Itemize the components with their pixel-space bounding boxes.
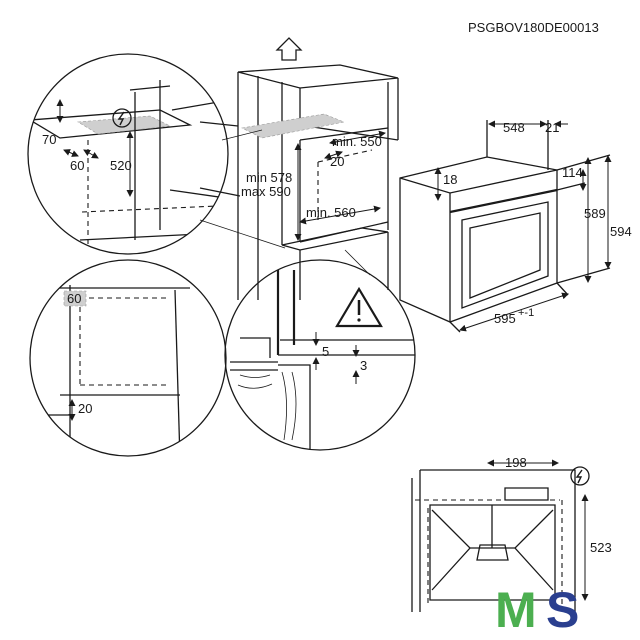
dim-523: 523 [590, 540, 612, 555]
dim-589: 589 [584, 206, 606, 221]
dim-60a: 60 [70, 158, 84, 173]
dim-198: 198 [505, 455, 527, 470]
dim-min-560: min. 560 [306, 205, 356, 220]
dim-18: 18 [443, 172, 457, 187]
dim-20b: 20 [78, 401, 92, 416]
dim-max-590: max 590 [241, 184, 291, 199]
detail-circle-left [29, 259, 227, 457]
power-warning-icon [112, 108, 132, 128]
dim-594: 594 [610, 224, 632, 239]
logo-letter-s: S [546, 582, 579, 638]
rear-view-drawing [411, 459, 589, 612]
dim-5: 5 [322, 344, 329, 359]
detail-circle-bottom [224, 259, 416, 451]
logo-letter-m: M [495, 582, 537, 638]
detail-circle-top [27, 53, 241, 255]
cabinet-drawing [237, 64, 399, 300]
ms-logo: M S [495, 582, 579, 638]
oven-drawing [399, 120, 612, 333]
dim-595-tolerance: +-1 [518, 307, 534, 319]
dim-595: 595 [494, 311, 516, 326]
dim-70: 70 [42, 132, 56, 147]
dim-548: 548 [503, 120, 525, 135]
up-arrow-icon [275, 37, 303, 61]
dim-114: 114 [562, 165, 583, 180]
document-code: PSGBOV180DE00013 [468, 20, 599, 35]
dim-min-578: min 578 [246, 170, 292, 185]
dim-3: 3 [360, 358, 367, 373]
dim-min-550: min. 550 [332, 134, 382, 149]
dim-520: 520 [110, 158, 132, 173]
dim-20a: 20 [330, 154, 344, 169]
dim-21: 21 [545, 120, 559, 135]
dim-60b: 60 [67, 291, 81, 306]
warning-triangle-icon [335, 286, 383, 328]
power-warning-icon-rear [570, 466, 590, 486]
